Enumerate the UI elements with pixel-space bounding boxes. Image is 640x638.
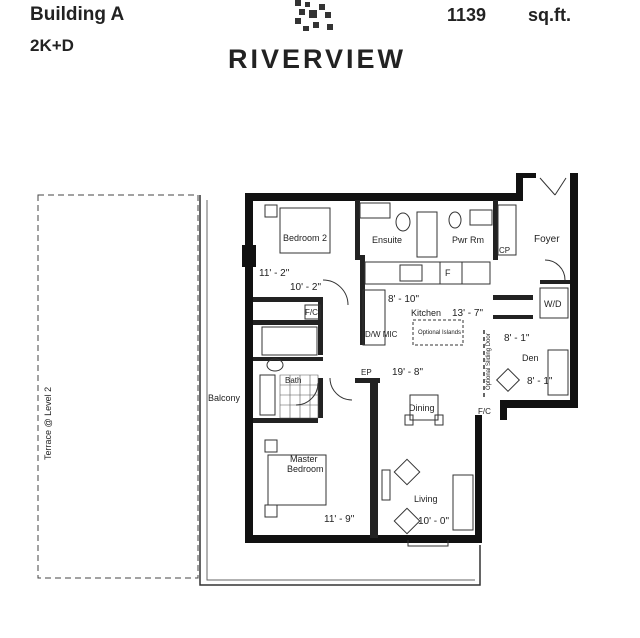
fridge-label: F — [445, 268, 451, 278]
den-dim1: 8' - 1" — [504, 333, 530, 344]
balcony-outline — [199, 195, 481, 586]
bedroom2-label: Bedroom 2 — [283, 233, 327, 243]
terrace-label: Terrace @ Level 2 — [43, 387, 53, 460]
kitchen-dim1: 8' - 10" — [388, 294, 419, 305]
bath-tile — [279, 374, 319, 419]
brand-name: RIVERVIEW — [228, 44, 407, 74]
master-bed — [267, 454, 327, 506]
linen-closet — [304, 304, 321, 320]
master-door — [329, 377, 353, 401]
living-balcony-door — [407, 540, 449, 547]
ensuite-toilet — [395, 212, 411, 232]
ensuite-vanity — [359, 202, 391, 219]
unit-type: 2K+D — [30, 36, 74, 55]
fc-label-bottom: F/C — [478, 407, 491, 416]
exterior-walls — [242, 173, 578, 543]
washer-dryer — [539, 287, 569, 319]
balcony-label: Balcony — [208, 393, 241, 403]
fc-label-top: F/C — [305, 308, 318, 317]
den-label: Den — [522, 353, 539, 363]
bedroom2-door — [322, 279, 349, 306]
bedroom2-nightstand — [264, 204, 278, 218]
unit-area-value: 1139 — [447, 5, 487, 25]
den-dim2: 8' - 1" — [527, 376, 553, 387]
dining-table — [409, 394, 439, 421]
living-sofa — [452, 474, 474, 531]
ensuite-label: Ensuite — [372, 235, 402, 245]
cp-closet — [497, 204, 517, 256]
ep-label: EP — [361, 368, 372, 377]
unit-area-unit: sq.ft. — [528, 5, 571, 25]
dining-dim: 19' - 8" — [392, 367, 423, 378]
foyer-label: Foyer — [534, 234, 560, 245]
dining-label: Dining — [409, 403, 435, 413]
den-chair — [495, 367, 521, 393]
fridge — [439, 261, 463, 285]
bedroom2-bed — [279, 207, 331, 254]
den-sofa — [547, 349, 569, 396]
bedroom2-dim2: 10' - 2" — [290, 282, 321, 293]
bath-door — [295, 382, 319, 406]
building-name: Building A — [30, 4, 125, 25]
bath-vanity — [259, 374, 276, 416]
living-dim: 10' - 0" — [418, 516, 449, 527]
ensuite-tub — [416, 211, 438, 258]
terrace-outline — [37, 194, 199, 579]
pwr-toilet — [448, 211, 462, 229]
cp-label: CP — [499, 246, 510, 255]
bath-toilet — [266, 358, 284, 372]
master-nightstand-bottom — [264, 504, 278, 518]
optional-sliding-door-label: Optional Sliding Door — [486, 333, 492, 390]
wd-label: W/D — [544, 299, 562, 309]
living-label: Living — [414, 494, 438, 504]
bath-shower — [261, 326, 318, 356]
foyer-closet-door — [544, 259, 566, 281]
kitchen-counter — [364, 261, 491, 285]
optional-island — [412, 319, 464, 346]
entry-door — [539, 177, 567, 196]
dw-mic-label: D/W MIC — [365, 330, 398, 339]
master-dresser — [381, 469, 391, 501]
bedroom2-dim1: 11' - 2" — [259, 268, 290, 279]
pwr-rm-label: Pwr Rm — [452, 235, 484, 245]
riverview-logo — [295, 0, 333, 31]
balcony-railing — [206, 200, 475, 581]
master-label-line1: Master — [290, 454, 318, 464]
bath-label: Bath — [285, 376, 301, 385]
living-chair-2 — [393, 507, 421, 535]
kitchen-label: Kitchen — [411, 308, 441, 318]
kitchen-dim2: 13' - 7" — [452, 308, 483, 319]
optional-islands-label: Optional Islands — [418, 330, 461, 336]
living-chair-1 — [393, 458, 421, 486]
master-label-line2: Bedroom — [287, 464, 324, 474]
master-dim: 11' - 9" — [324, 514, 355, 525]
pwr-sink — [469, 209, 493, 226]
master-nightstand-top — [264, 439, 278, 453]
kitchen-sink — [399, 264, 423, 282]
kitchen-side-counter — [362, 289, 386, 346]
